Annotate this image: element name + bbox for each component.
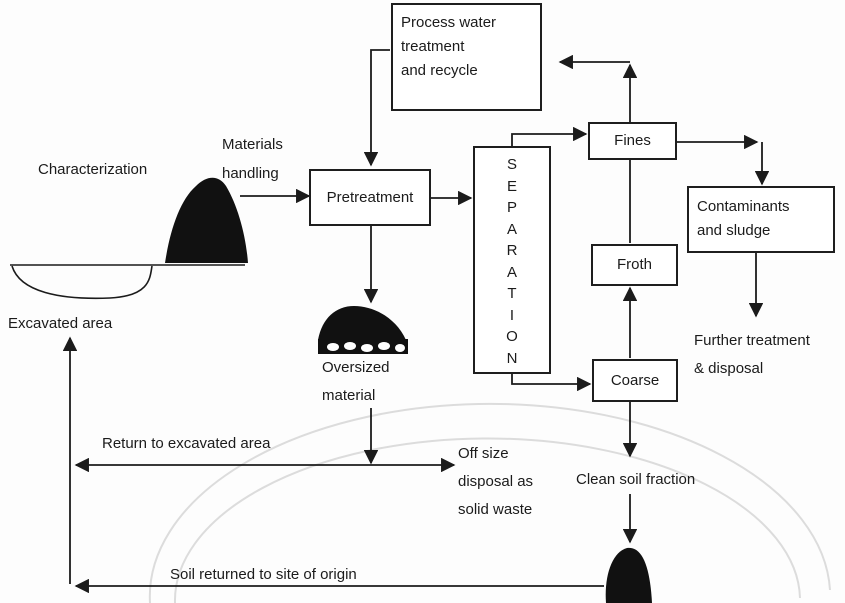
separation-letter: O — [506, 328, 518, 345]
clean-soil-label: Clean soil fraction — [576, 471, 696, 488]
return-excavated-label: Return to excavated area — [102, 435, 271, 452]
separation-letter: T — [507, 285, 517, 302]
connectors — [62, 49, 770, 594]
separation-letter: E — [506, 177, 517, 195]
excavated-area-label: Excavated area — [8, 315, 113, 332]
process-water-box: Process water treatment and recycle — [391, 3, 542, 111]
oversized-material-label-1: Oversized — [322, 359, 390, 376]
separation-letter: A — [506, 220, 517, 238]
froth-box: Froth — [591, 244, 678, 286]
separation-letter: P — [506, 199, 517, 216]
separation-box: S E P A R A T I O N — [473, 146, 551, 374]
fines-box: Fines — [588, 122, 677, 160]
coarse-box: Coarse — [592, 359, 678, 402]
separation-letter: R — [506, 242, 518, 259]
oversized-pile — [318, 306, 408, 354]
contaminants-label-2: and sludge — [697, 222, 771, 239]
contaminants-label-1: Contaminants — [697, 198, 790, 215]
excavated-area-shape — [10, 264, 245, 300]
materials-handling-label-2: handling — [222, 165, 279, 182]
fines-label: Fines — [614, 132, 651, 149]
off-size-label-2: disposal as — [458, 473, 534, 490]
soil-returned-label: Soil returned to site of origin — [170, 566, 357, 583]
separation-letter: I — [509, 306, 515, 324]
froth-label: Froth — [616, 256, 652, 273]
watermark-arcs — [148, 402, 831, 603]
process-water-label-2: treatment — [401, 38, 465, 55]
coarse-label: Coarse — [610, 371, 660, 389]
further-treatment-label-1: Further treatment — [694, 332, 810, 349]
pretreatment-label: Pretreatment — [326, 188, 414, 206]
soil-pile — [165, 177, 248, 263]
contaminants-box: Contaminants and sludge — [687, 186, 835, 253]
off-size-label-1: Off size — [458, 445, 509, 462]
characterization-label: Characterization — [38, 161, 148, 178]
process-water-label-1: Process water — [401, 14, 497, 31]
clean-soil-pile — [605, 547, 652, 603]
further-treatment-label-2: & disposal — [694, 360, 764, 377]
separation-letter: N — [506, 349, 518, 367]
pretreatment-box: Pretreatment — [309, 169, 431, 226]
process-water-label-3: and recycle — [401, 62, 478, 79]
separation-letter: S — [506, 156, 517, 173]
materials-handling-label-1: Materials — [222, 136, 283, 153]
oversized-material-label-2: material — [322, 387, 376, 404]
off-size-label-3: solid waste — [458, 501, 533, 518]
separation-letter: A — [506, 263, 517, 281]
